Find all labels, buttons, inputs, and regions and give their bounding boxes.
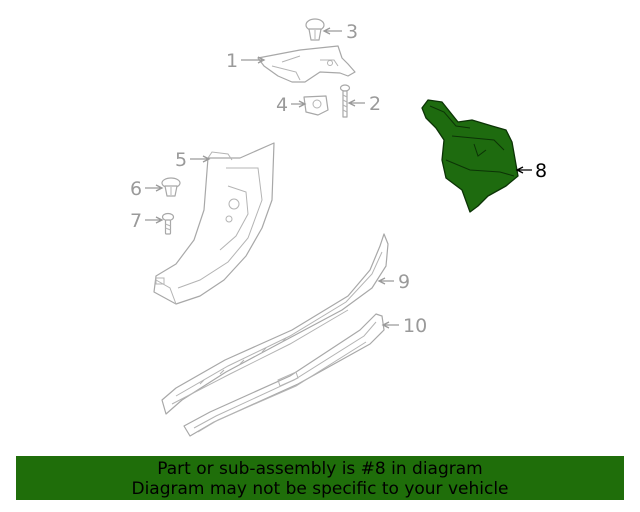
part-9-sill-plate [161,233,389,415]
callout-8[interactable]: 8 [515,160,547,182]
callout-4[interactable]: 4 [276,94,307,116]
callout-10-number: 10 [403,315,427,337]
part-3-clip [305,18,325,41]
callout-6[interactable]: 6 [130,178,164,200]
part-4-retainer [303,95,329,116]
info-banner: Part or sub-assembly is #8 in diagram Di… [16,456,624,500]
banner-line-1: Part or sub-assembly is #8 in diagram [157,459,483,479]
callout-3[interactable]: 3 [322,21,358,43]
parts-diagram: 1 2 3 4 5 6 7 8 9 10 [130,18,547,437]
callout-7[interactable]: 7 [130,210,164,232]
callout-9-number: 9 [398,271,410,293]
part-1-trim-cover [257,45,356,83]
part-8-trim-panel [421,99,519,213]
part-2-screw [339,84,351,118]
callout-2-number: 2 [369,93,381,115]
callout-1[interactable]: 1 [226,50,266,72]
callout-5[interactable]: 5 [175,149,211,171]
callout-6-number: 6 [130,178,142,200]
callout-1-number: 1 [226,50,238,72]
part-5-pillar-trim [153,142,275,305]
callout-5-number: 5 [175,149,187,171]
callout-7-number: 7 [130,210,142,232]
banner-line-2: Diagram may not be specific to your vehi… [131,479,509,499]
callout-9[interactable]: 9 [377,271,410,293]
part-6-clip [161,177,181,197]
callout-2[interactable]: 2 [347,93,381,115]
callout-3-number: 3 [346,21,358,43]
part-7-screw [161,212,175,235]
callout-10[interactable]: 10 [381,315,427,337]
callout-8-number: 8 [535,160,547,182]
callout-4-number: 4 [276,94,288,116]
part-10-scuff-plate [183,313,385,437]
